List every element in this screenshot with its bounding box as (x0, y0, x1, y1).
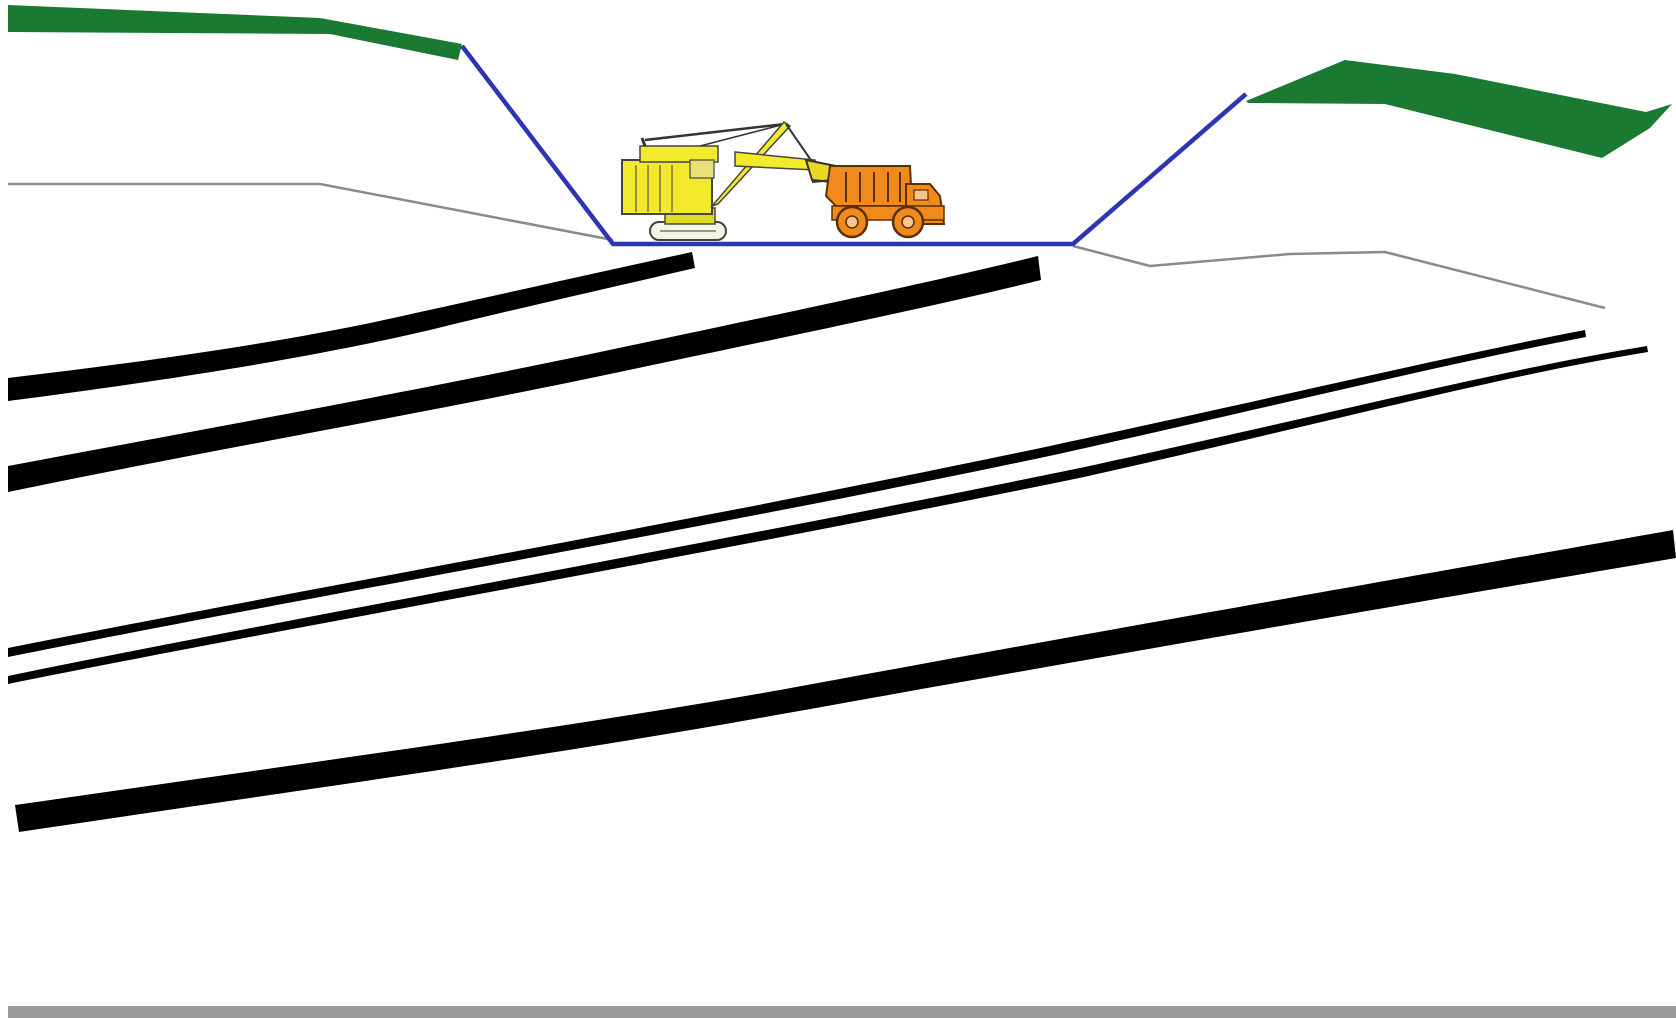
coal-seam (8, 252, 695, 401)
ground-surface-line (8, 184, 613, 240)
haul-truck-icon (826, 166, 944, 237)
topsoil-right (1246, 60, 1672, 158)
coal-seam (8, 346, 1648, 684)
ground-surface-line-right (1073, 246, 1605, 308)
bottom-bar (8, 1006, 1676, 1018)
coal-seam (15, 530, 1676, 832)
electric-rope-shovel-icon (622, 122, 836, 240)
topsoil-left (8, 5, 462, 60)
